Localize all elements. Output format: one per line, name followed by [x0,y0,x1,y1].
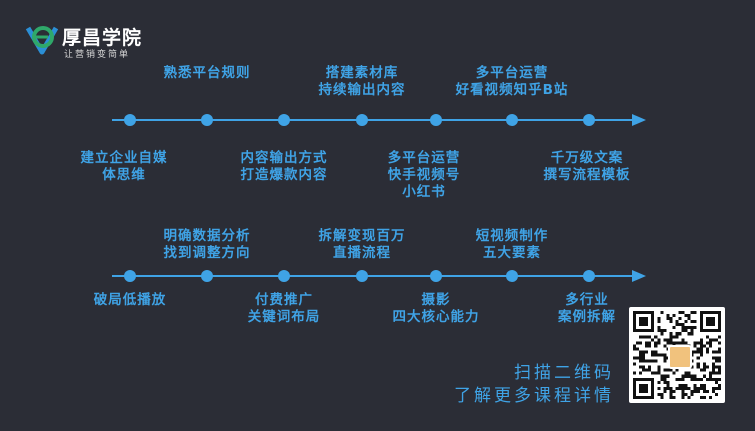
timeline-2-bottom-label: 摄影 四大核心能力 [392,292,480,325]
qr-code-icon [633,311,721,399]
timeline-1-top-label: 熟悉平台规则 [163,65,251,81]
cta-course-details: 了解更多课程详情 [454,386,614,406]
timeline-1-bottom-label: 内容输出方式 打造爆款内容 [240,150,328,183]
timeline-1-bottom-label: 千万级文案 撰写流程模板 [543,150,631,183]
timeline-1-top-label: 多平台运营 好看视频知乎B站 [455,65,569,98]
brand-subtitle: 让营销变简单 [64,50,131,60]
timeline-2-bottom-label: 多行业 案例拆解 [558,292,616,325]
timeline-2-line [112,270,646,282]
timeline-2-dot [278,270,290,282]
timeline-1-line [112,114,646,126]
timeline-1-dot [506,114,518,126]
timeline-1-dot [201,114,213,126]
brand-title: 厚昌学院 [62,27,143,49]
timeline-1-dot [278,114,290,126]
qr-code[interactable] [629,307,725,403]
timeline-1-dot [430,114,442,126]
timeline-2-dot [430,270,442,282]
timeline-2-top-label: 拆解变现百万 直播流程 [318,228,406,261]
timeline-1-bottom-label: 建立企业自媒 体思维 [80,150,168,183]
timeline-2-bottom-label: 破局低播放 [93,292,167,308]
timeline-2-dot [356,270,368,282]
cta-scan-qr: 扫描二维码 [514,363,614,383]
timeline-1-dot [124,114,136,126]
timeline-2-top-label: 明确数据分析 找到调整方向 [163,228,251,261]
qr-center-logo [668,345,692,369]
timeline-1-bottom-label: 多平台运营 快手视频号 小红书 [387,150,461,200]
timeline-2-bottom-label: 付费推广 关键词布局 [247,292,321,325]
brand-logo-icon [25,26,59,55]
timeline-2-dot [124,270,136,282]
timeline-2-dot [201,270,213,282]
timeline-1-dot [583,114,595,126]
timeline-1-dot [356,114,368,126]
timeline-1-top-label: 搭建素材库 持续输出内容 [318,65,406,98]
timeline-2-top-label: 短视频制作 五大要素 [475,228,549,261]
timeline-2-dot [583,270,595,282]
brand-logo: 厚昌学院 让营销变简单 [24,22,154,62]
timeline-2-dot [506,270,518,282]
